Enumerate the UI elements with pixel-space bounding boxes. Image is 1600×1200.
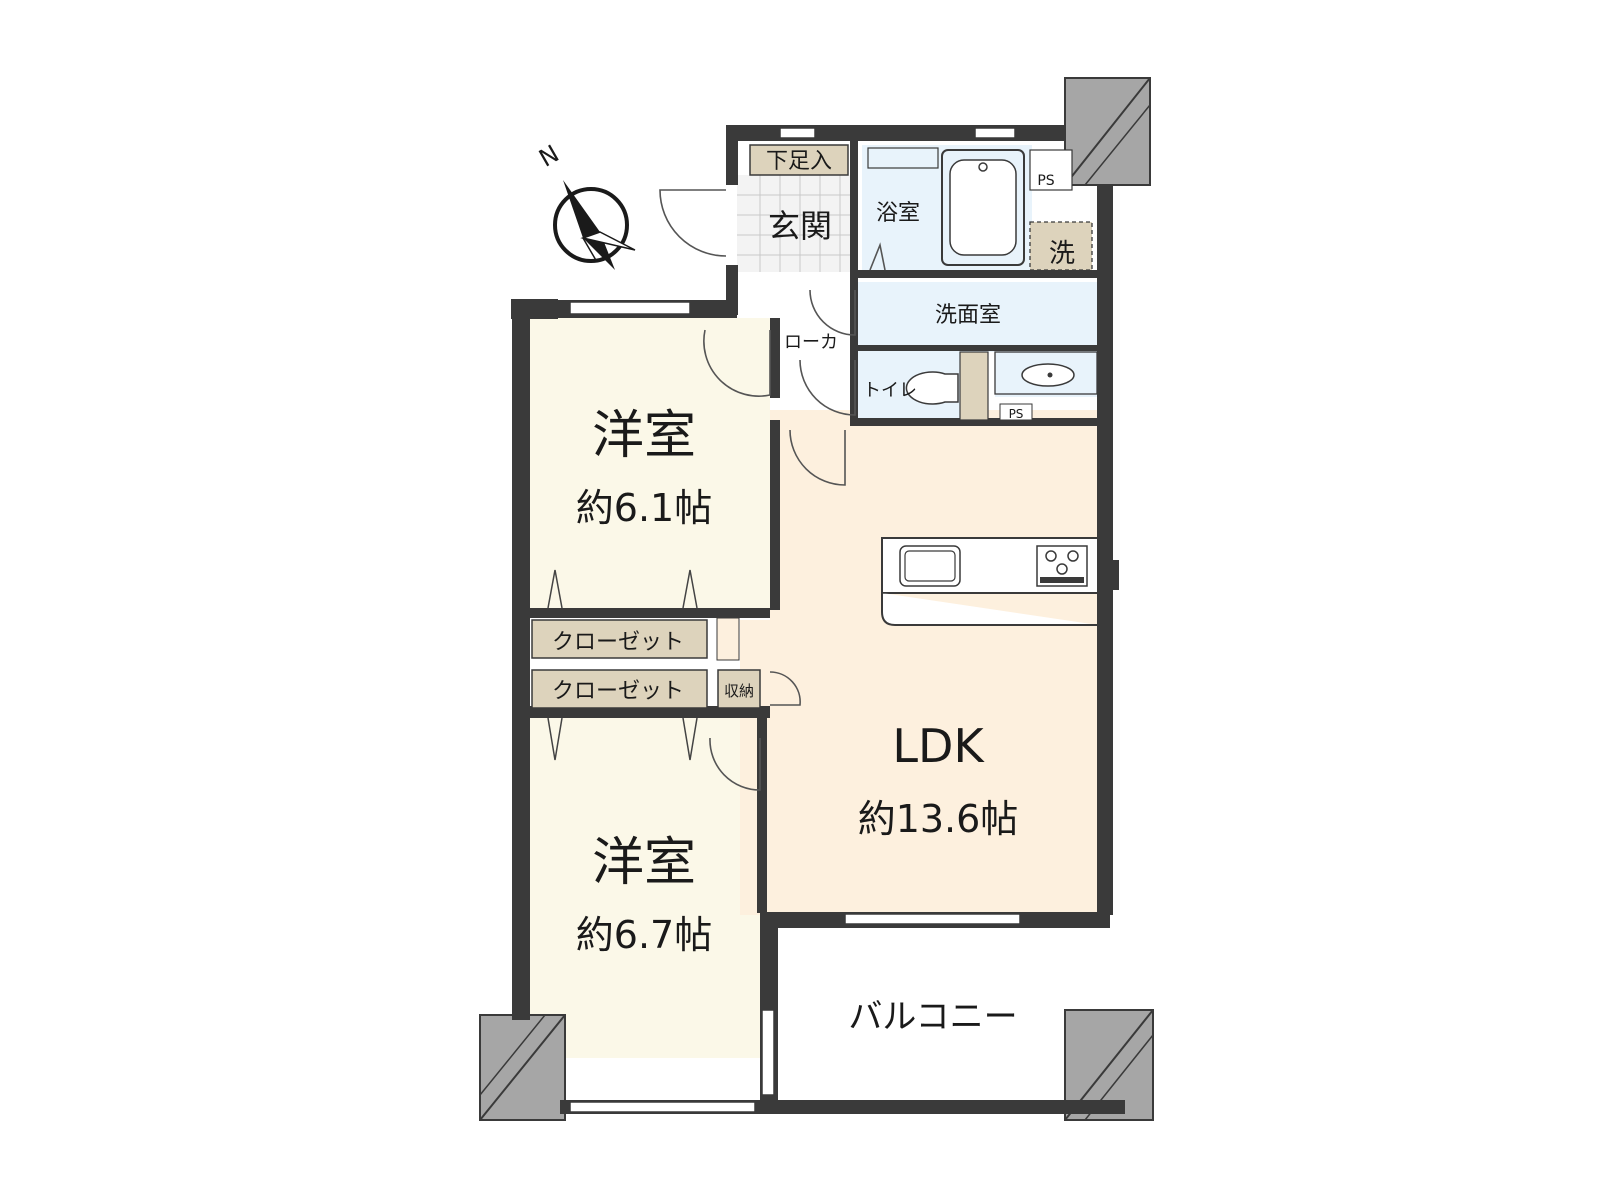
storage-label: 収納: [724, 682, 754, 700]
toilet-bowl: [905, 371, 959, 405]
storage-closet: [717, 669, 761, 709]
bedroom-2-floor: [530, 718, 760, 1058]
ps-mid-label: PS: [1009, 407, 1024, 421]
door-swings: [659, 189, 886, 791]
closet-2: [531, 669, 708, 709]
washer-space: [1029, 221, 1093, 271]
ldk-size: 約13.6帖: [858, 797, 1019, 841]
closet-1-label: クローゼット: [552, 630, 684, 655]
bedroom-1-floor: [530, 318, 770, 608]
genkan-floor: [737, 175, 855, 272]
closet-door-markers: [547, 569, 698, 761]
toilet-label: トイレ: [863, 380, 917, 401]
bedroom-1-size: 約6.1帖: [576, 486, 712, 530]
toilet-tank: [959, 351, 989, 421]
shoe-cabinet: [749, 144, 849, 176]
bath-label: 浴室: [876, 201, 920, 226]
fixtures: [531, 144, 1099, 709]
compass-north-label: N: [534, 139, 564, 172]
ps-top-label: PS: [1037, 173, 1054, 189]
ps-top-box: [1029, 149, 1073, 191]
washroom-label: 洗面室: [935, 303, 1001, 328]
bedroom-2-name: 洋室: [592, 833, 696, 893]
balcony-floor: [778, 930, 1096, 1095]
closet-1: [531, 619, 708, 659]
shoe-cabinet-label: 下足入: [766, 149, 832, 174]
bedroom-1-name: 洋室: [592, 406, 696, 466]
balcony-label: バルコニー: [848, 997, 1017, 1037]
compass: N: [534, 139, 636, 270]
bedroom-2-size: 約6.7帖: [576, 913, 712, 957]
ldk-floor: [770, 410, 1098, 915]
washroom-floor: [857, 282, 1097, 352]
genkan-tiles: [737, 175, 855, 272]
washer-label: 洗: [1049, 239, 1075, 269]
vanity: [994, 351, 1098, 395]
genkan-label: 玄関: [768, 207, 832, 245]
room-fills: [530, 145, 1098, 1095]
hall-label: ローカ: [784, 332, 838, 353]
ps-mid-box: [999, 403, 1033, 421]
compass-needle-icon: [563, 180, 615, 270]
windows: [569, 127, 1021, 1113]
kitchen-sink: [899, 545, 961, 587]
ldk-name: LDK: [892, 719, 985, 773]
closet-2-label: クローゼット: [552, 679, 684, 704]
room-labels: 下足入 玄関 浴室 PS 洗 洗面室 ローカ トイレ PS 洋室 約6.1帖 ク…: [552, 149, 1075, 1037]
